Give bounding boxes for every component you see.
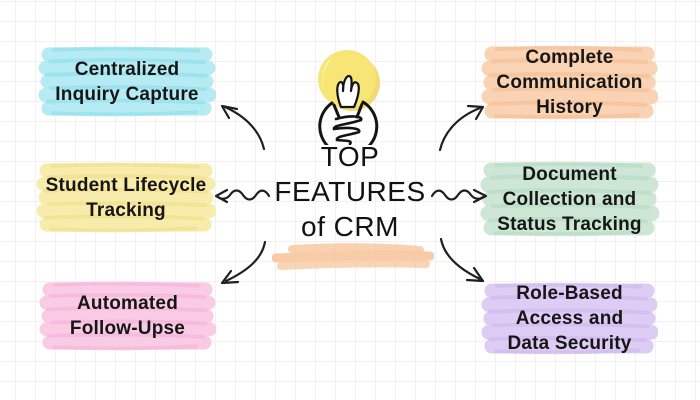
page-title: TOP FEATURES of CRM — [250, 139, 450, 244]
feature-line: Data Security — [507, 333, 632, 354]
feature-line: Status Tracking — [497, 213, 642, 235]
feature-line: History — [536, 97, 603, 118]
feature-line: Centralized — [74, 58, 180, 80]
feature-label: Document Collection and Status Tracking — [480, 160, 659, 238]
title-line-features: FEATURES — [274, 176, 426, 207]
feature-line: Access and — [515, 308, 624, 329]
feature-label: Student Lifecycle Tracking — [36, 161, 216, 234]
feature-line: Tracking — [86, 199, 166, 221]
feature-line: Document — [522, 163, 617, 185]
feature-line: Role-Based — [516, 283, 623, 304]
title-underline-scribble — [272, 243, 434, 270]
feature-label: Automated Follow-Upse — [39, 280, 216, 352]
feature-line: Complete — [525, 47, 614, 68]
arrow-to-role-based-access-data-security — [439, 237, 485, 283]
feature-label: Centralized Inquiry Capture — [38, 45, 216, 118]
feature-line: Student Lifecycle — [45, 174, 207, 196]
feature-label: Role-Based Access and Data Security — [481, 281, 658, 356]
title-line-of-crm: of CRM — [301, 211, 399, 242]
feature-label: Complete Communication History — [481, 44, 658, 121]
feature-box-complete-communication-history: Complete Communication History — [481, 44, 658, 121]
feature-box-centralized-inquiry-capture: Centralized Inquiry Capture — [38, 45, 216, 118]
arrow-to-complete-communication-history — [438, 104, 485, 152]
lightbulb-icon — [318, 50, 380, 145]
arrow-to-document-collection-status-tracking — [430, 188, 488, 204]
title-line-top: TOP — [320, 141, 380, 172]
arrow-to-centralized-inquiry-capture — [220, 104, 266, 151]
feature-line: Collection and — [502, 188, 637, 210]
arrow-to-automated-follow-ups — [220, 240, 267, 285]
feature-box-role-based-access-data-security: Role-Based Access and Data Security — [481, 281, 658, 356]
feature-line: Follow-Upse — [69, 318, 186, 339]
feature-line: Inquiry Capture — [55, 83, 199, 105]
arrow-to-student-lifecycle-tracking — [214, 188, 271, 204]
feature-line: Communication — [496, 72, 643, 93]
feature-line: Automated — [76, 293, 179, 314]
feature-box-student-lifecycle-tracking: Student Lifecycle Tracking — [36, 161, 216, 234]
feature-box-automated-follow-ups: Automated Follow-Upse — [39, 280, 216, 352]
feature-box-document-collection-status-tracking: Document Collection and Status Tracking — [480, 160, 659, 238]
